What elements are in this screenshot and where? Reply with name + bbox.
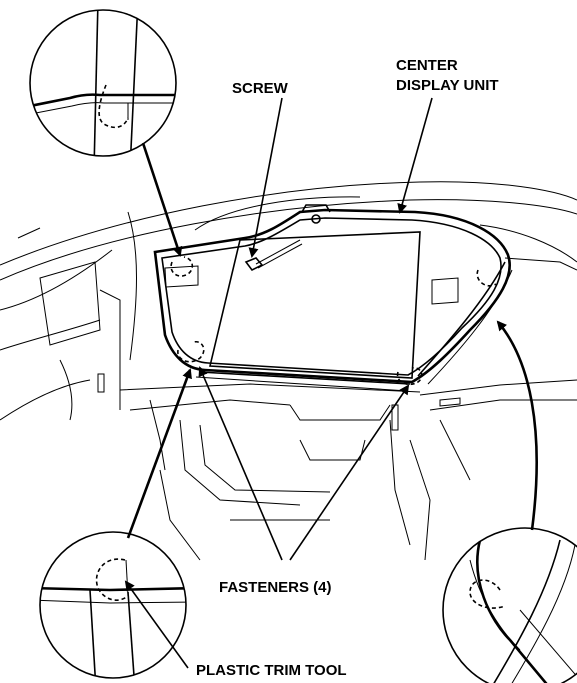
- detail-circle-bottom-right: [442, 527, 577, 683]
- detail-circle-top-left: [29, 9, 177, 157]
- label-center-display-line2: DISPLAY UNIT: [396, 77, 499, 94]
- detail-circle-bottom-left: [39, 531, 187, 679]
- fastener-bottom-left: [177, 340, 205, 363]
- screw-icon: [244, 239, 303, 272]
- fastener-bottom-right: [396, 366, 423, 386]
- dashboard-drawing: [0, 181, 577, 561]
- center-display-unit: [153, 204, 513, 392]
- label-plastic-trim-tool: PLASTIC TRIM TOOL: [196, 662, 347, 679]
- label-fasteners: FASTENERS (4): [219, 579, 332, 596]
- label-center-display-line1: CENTER: [396, 57, 458, 74]
- label-screw: SCREW: [232, 80, 289, 97]
- labels: SCREW CENTER DISPLAY UNIT FASTENERS (4) …: [196, 57, 499, 679]
- fasteners: [170, 256, 497, 386]
- fastener-top-left: [170, 256, 194, 277]
- leader-lines: [124, 97, 538, 669]
- fastener-top-right: [476, 269, 497, 287]
